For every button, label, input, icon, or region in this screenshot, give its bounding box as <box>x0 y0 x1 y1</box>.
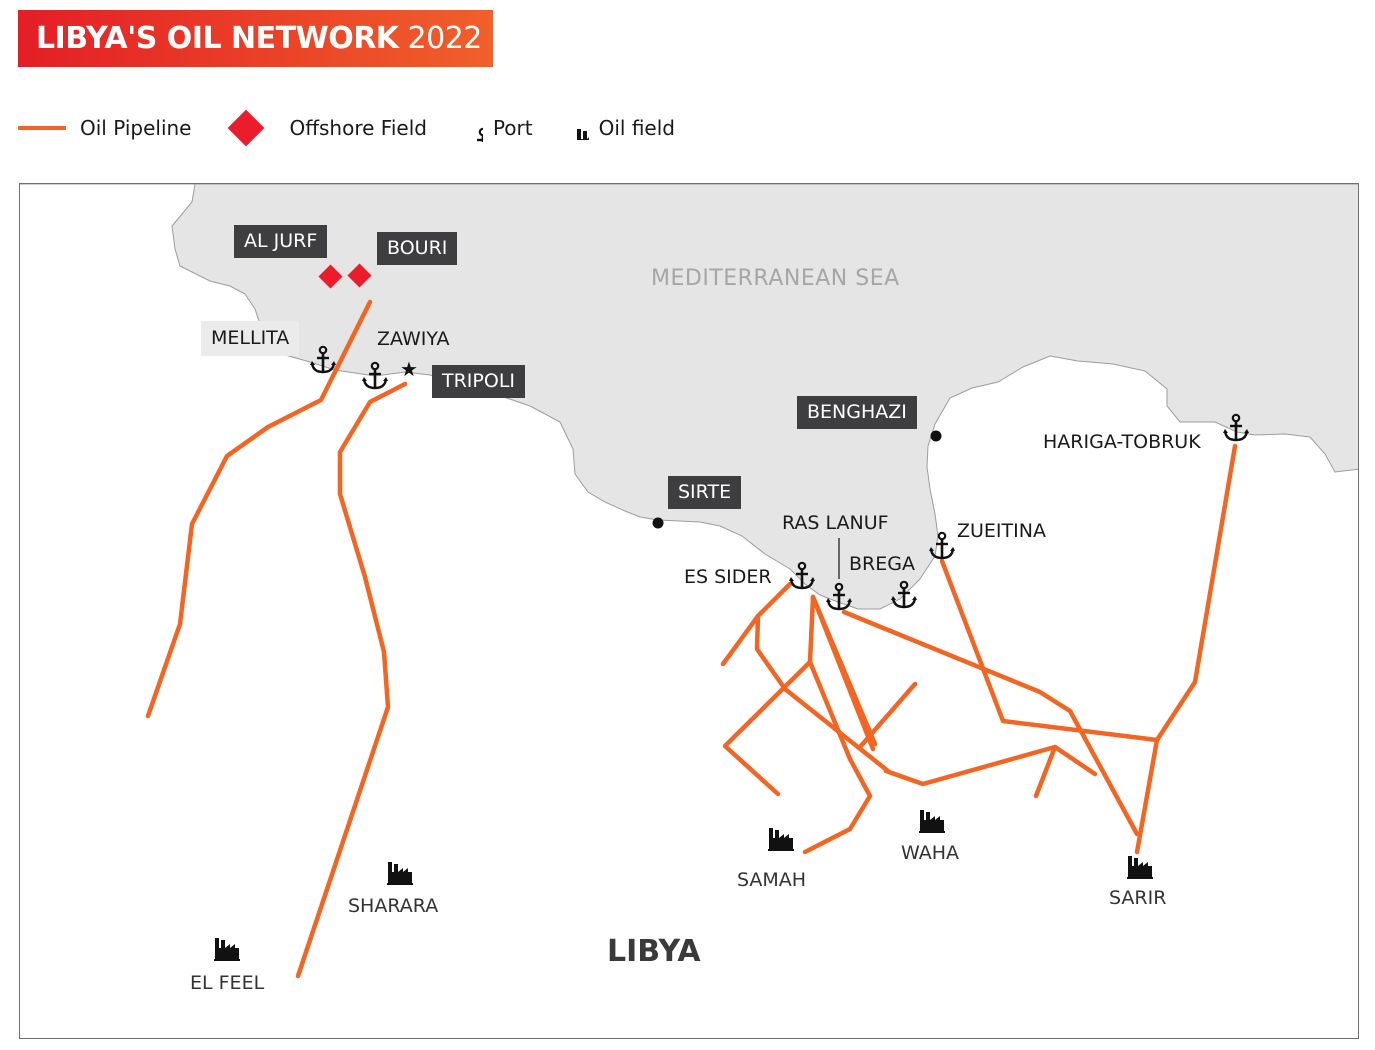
pipeline-zawiya <box>295 381 408 979</box>
oil-pipelines <box>145 299 1238 979</box>
label-hariga-tobruk: HARIGA-TOBRUK <box>1043 431 1201 453</box>
label-zueitina: ZUEITINA <box>957 520 1046 542</box>
label-ras-lanuf: RAS LANUF <box>782 512 889 534</box>
factory-icon <box>561 116 589 140</box>
label-mellita: MELLITA <box>201 321 300 356</box>
pipeline-es-sider-f <box>802 659 873 855</box>
title-banner: LIBYA'S OIL NETWORK 2022 <box>18 10 493 67</box>
pipeline-spur <box>1033 744 1058 799</box>
title-year: 2022 <box>407 21 483 56</box>
pipeline-zueitina <box>939 558 1160 743</box>
factory-icon <box>1127 856 1153 879</box>
country-label: LIBYA <box>607 934 701 969</box>
label-brega: BREGA <box>849 553 915 575</box>
star-icon: ★ <box>400 357 418 381</box>
legend: Oil Pipeline Offshore Field Port Oil fie… <box>18 108 703 148</box>
label-waha: WAHA <box>901 842 960 864</box>
legend-label-oil-field: Oil field <box>598 116 675 140</box>
offshore-field-bouri <box>347 263 372 288</box>
map: ★ MEDITERRANEAN SEA AL JURF BOURI TRIPOL… <box>19 183 1359 1039</box>
label-benghazi: BENGHAZI <box>797 396 917 429</box>
label-tripoli: TRIPOLI <box>432 365 526 398</box>
label-zawiya: ZAWIYA <box>377 328 450 350</box>
benghazi-dot <box>930 430 942 442</box>
mediterranean-sea <box>20 184 1358 610</box>
anchor-icon <box>455 114 483 142</box>
sirte-dot <box>652 517 664 529</box>
label-es-sider: ES SIDER <box>684 566 772 588</box>
label-el-feel: EL FEEL <box>190 972 265 994</box>
label-sharara: SHARARA <box>348 895 439 917</box>
factory-icon <box>919 810 945 833</box>
label-sirte: SIRTE <box>668 476 742 509</box>
pipeline-es-sider-e <box>810 594 876 752</box>
legend-label-offshore: Offshore Field <box>289 116 427 140</box>
factory-icon <box>387 862 413 885</box>
label-sarir: SARIR <box>1109 887 1167 909</box>
label-bouri: BOURI <box>377 232 458 265</box>
legend-item-port: Port <box>455 114 533 142</box>
legend-label-port: Port <box>492 116 533 140</box>
pipeline-mellita <box>145 299 373 719</box>
offshore-field-al-jurf <box>318 264 343 289</box>
factory-icon <box>214 938 240 961</box>
pipeline-branch-north <box>857 681 918 750</box>
legend-label-pipeline: Oil Pipeline <box>80 116 192 140</box>
sea-label: MEDITERRANEAN SEA <box>651 266 900 291</box>
pipeline-ras-lanuf <box>841 609 1140 837</box>
legend-item-pipeline: Oil Pipeline <box>18 116 191 140</box>
label-al-jurf: AL JURF <box>234 225 328 258</box>
label-samah: SAMAH <box>737 869 807 891</box>
legend-item-oil-field: Oil field <box>561 116 675 140</box>
pipeline-es-sider-c <box>722 594 816 797</box>
pipeline-waha-link <box>883 744 1098 787</box>
map-canvas: ★ <box>20 184 1358 979</box>
factory-icon <box>768 828 794 851</box>
red-diamond-icon <box>228 109 265 147</box>
title-text: LIBYA'S OIL NETWORK <box>36 21 399 56</box>
pipeline-swatch <box>18 126 66 130</box>
pipeline-tobruk <box>1134 443 1238 855</box>
legend-item-offshore: Offshore Field <box>219 109 427 147</box>
